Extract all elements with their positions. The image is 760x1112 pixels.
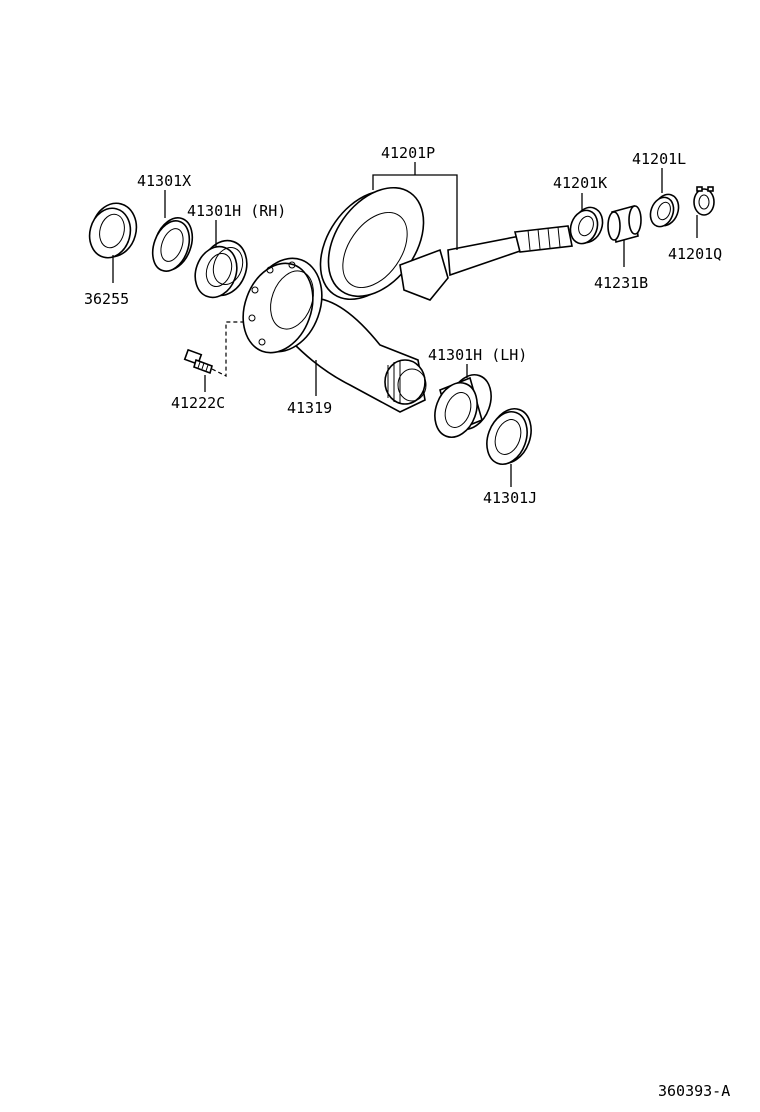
label-41201Q: 41201Q — [668, 245, 722, 263]
part-41201L-bearing — [649, 193, 680, 228]
label-41201P: 41201P — [381, 144, 435, 162]
part-41201P-ring-gear-pinion — [319, 186, 573, 301]
label-41201L: 41201L — [632, 150, 686, 168]
label-41301X: 41301X — [137, 172, 191, 190]
label-41231B: 41231B — [594, 274, 648, 292]
part-41231B-spacer — [607, 204, 642, 244]
part-41201Q-nut — [693, 186, 715, 216]
part-41222C-bolt — [183, 348, 213, 375]
label-41201K: 41201K — [553, 174, 607, 192]
label-36255: 36255 — [84, 290, 129, 308]
label-41319: 41319 — [287, 399, 332, 417]
part-41301X-shim — [151, 217, 194, 272]
bolt-leader-dashed — [211, 321, 244, 377]
label-41222C: 41222C — [171, 394, 225, 412]
part-41319-differential-case — [242, 257, 427, 413]
part-41301J-shim — [486, 408, 532, 465]
part-41201K-bearing — [569, 206, 604, 245]
leader-lines — [112, 162, 698, 487]
label-41301H-RH: 41301H (RH) — [187, 202, 286, 220]
part-36255-oil-seal — [88, 202, 138, 259]
label-41301H-LH: 41301H (LH) — [428, 346, 527, 364]
figure-code: 360393-A — [658, 1082, 730, 1100]
part-41301H-RH-bearing — [194, 239, 248, 299]
part-41301H-LH-bearing — [434, 374, 492, 438]
label-41301J: 41301J — [483, 489, 537, 507]
